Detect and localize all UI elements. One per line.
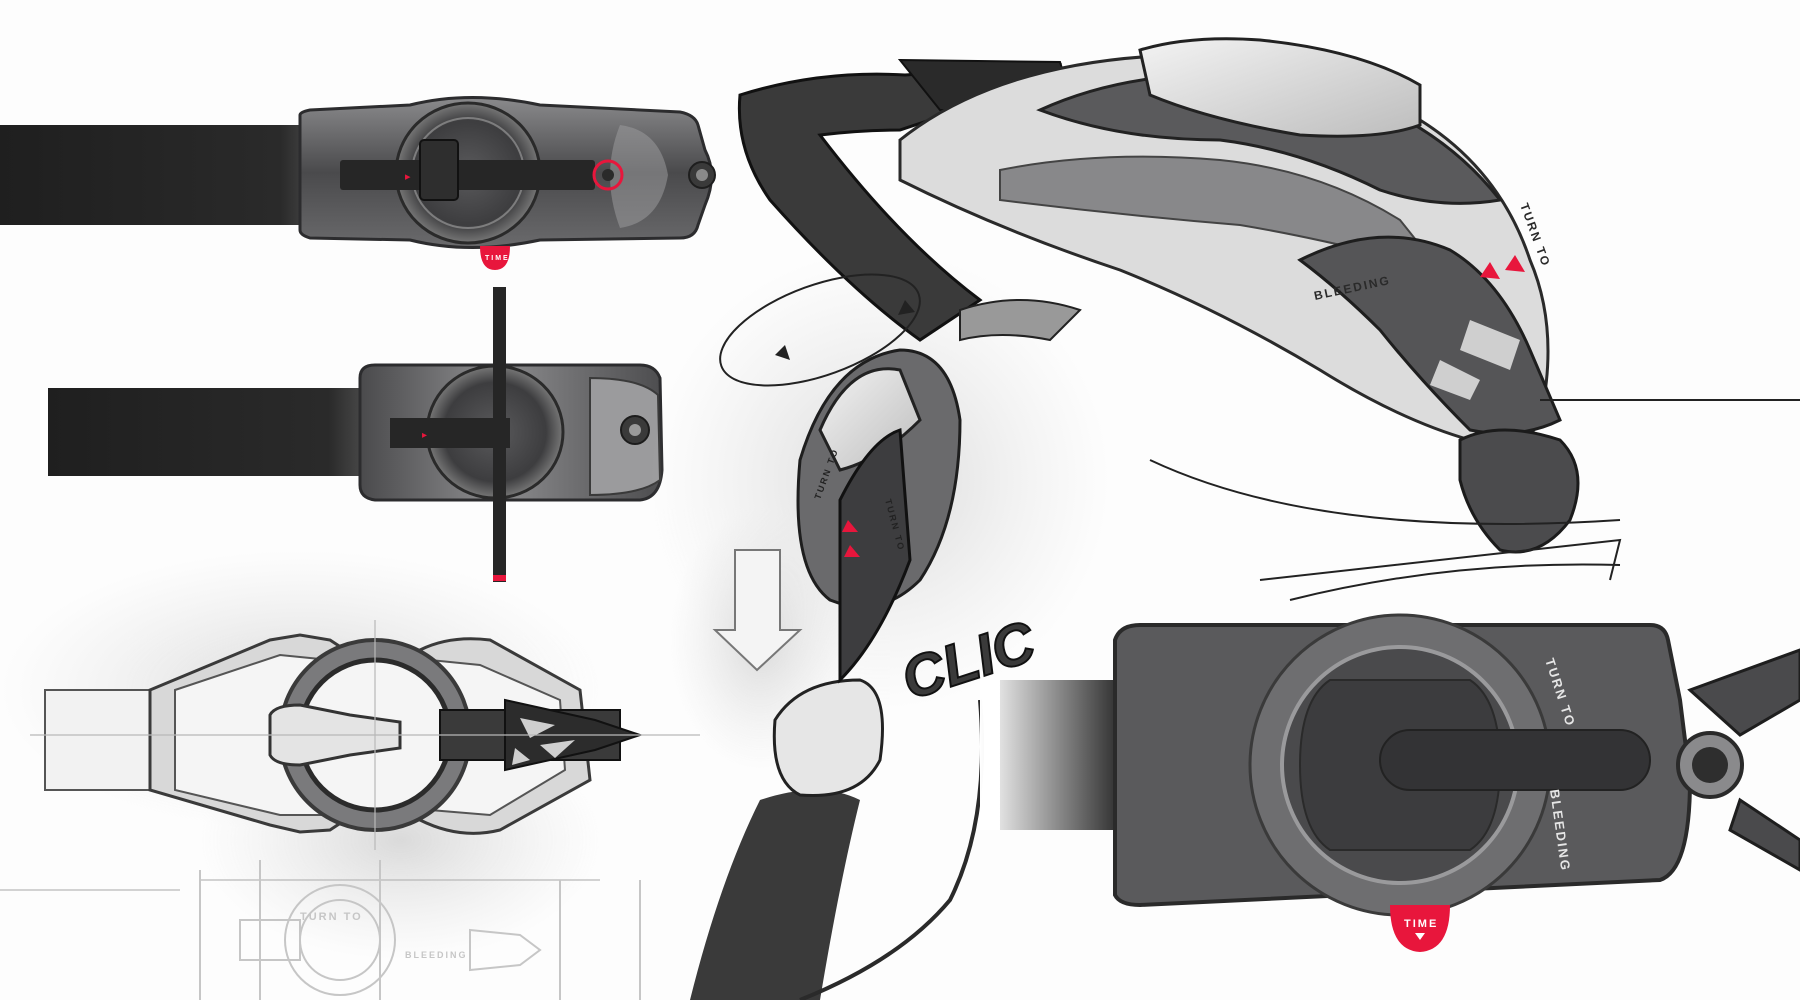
ghost-turn-text: TURN TO [300,911,363,923]
lever-cutouts [512,718,575,765]
clic-buckle-detail: CLIC TURN TO TURN TO [690,273,1082,1000]
lever-arm [1297,235,1562,435]
ghost-bleeding-text: BLEEDING [405,950,468,960]
marker-shading [0,250,1110,960]
hook-tip [959,299,1082,342]
top-view-tensioned: ▸ TIME [0,96,716,270]
strap-band [48,388,378,476]
tightening-strap-lever [390,418,510,448]
wireframe-top-view [0,620,700,891]
rotation-arrow-icon [719,273,921,387]
time-tag [1390,905,1450,952]
tightening-strap-lever [340,160,595,190]
motion-lines [1149,399,1800,601]
lever-cutouts [1430,320,1520,400]
direction-arrows: ▸ [422,430,427,441]
accent-arrow [1505,255,1525,272]
hook-end-lower [1728,797,1800,872]
construction-lines [0,620,700,891]
indicator-ring-center [602,169,614,181]
time-tag-label: TIME [1404,918,1438,930]
time-tag [480,246,510,270]
anchor-pin-center [629,424,641,436]
rotation-arrowhead [898,300,915,315]
down-arrow-icon [712,549,803,672]
buckle-clip [772,678,884,798]
ghost-sketch [199,860,641,1000]
direction-arrows: ▸ [405,171,411,183]
hook-end [1458,428,1580,554]
strap-loop-back [737,63,1062,342]
vertical-strap [493,287,506,582]
anchor-pin-center [1692,747,1728,783]
buckle-lever [838,427,912,684]
anchor-pin-center [696,169,708,181]
top-view-vertical-strap: ▸ [48,287,664,582]
time-tag-label: TIME [485,255,510,262]
strap-lower [690,790,860,1000]
strap-band [0,125,330,225]
accent-arrows [842,520,860,557]
perspective-main: BLEEDING TURN TO [737,37,1800,601]
detail-close-up: TURN TO BLEEDING TIME [980,613,1800,952]
housing-lobe-emblem [610,125,668,228]
vertical-strap-tip [493,575,506,581]
rotation-arrowhead-2 [775,345,790,360]
strap-fade [980,680,1120,830]
dial-cap [1138,37,1422,138]
lever-strap [1379,729,1651,791]
indicator-ring-icon [592,159,624,191]
hook-end [1687,648,1800,737]
lever-tab [419,139,459,201]
time-tag-arrow-icon [1415,933,1425,940]
accent-arrow-2 [1480,262,1500,279]
